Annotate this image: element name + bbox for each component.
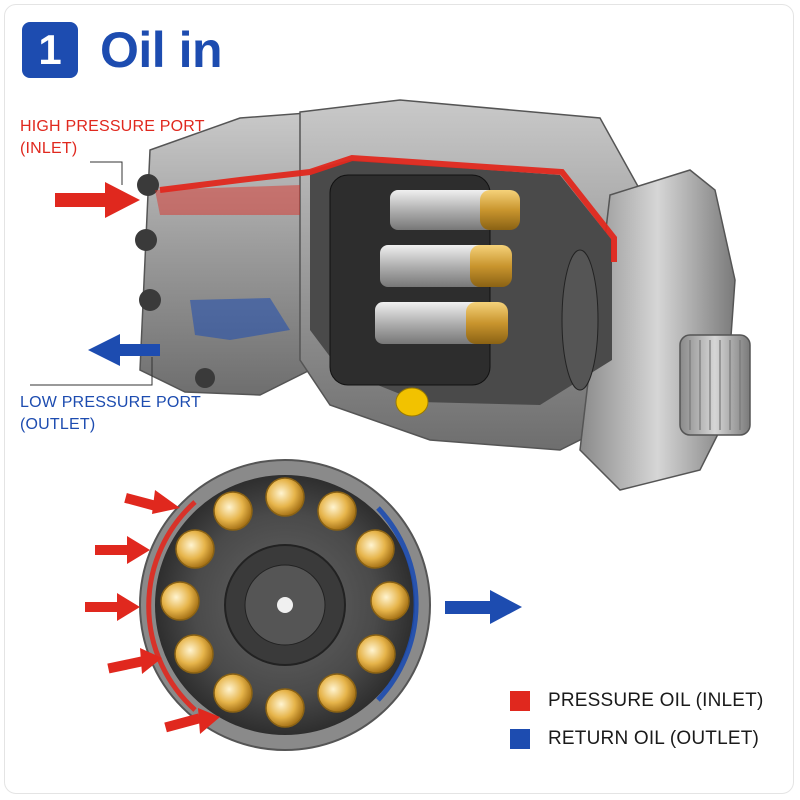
piston-bores [160,477,410,728]
inlet-arrow [55,161,140,218]
output-shaft [679,334,751,436]
high-pressure-port-role: (INLET) [20,140,78,157]
legend-item-return-oil: RETURN OIL (OUTLET) [510,720,764,758]
legend-label-pressure: PRESSURE OIL (INLET) [548,690,764,711]
inlet-channel [155,185,300,215]
low-pressure-port-label: LOW PRESSURE PORT (OUTLET) [20,392,201,436]
pump-body [135,99,751,491]
legend-label-return: RETURN OIL (OUTLET) [548,728,760,749]
low-pressure-port-name: LOW PRESSURE PORT [20,394,201,411]
bolt [195,368,215,388]
return-side-arc [376,506,419,702]
return-passage [190,298,290,340]
legend-swatch-pressure [510,691,530,711]
diagram-frame [4,4,794,794]
low-pressure-port-role: (OUTLET) [20,416,96,433]
inflow-arrows [85,490,220,734]
cylinder-cross-section [139,459,431,751]
outlet-arrow [30,334,160,386]
drain-plug [395,387,429,417]
legend-swatch-return [510,729,530,749]
piston-set [375,190,520,344]
outflow-arrow [445,590,522,624]
pressure-passage [159,154,617,262]
step-title: Oil in [100,22,223,78]
legend-item-pressure-oil: PRESSURE OIL (INLET) [510,682,764,720]
pressure-side-arc [146,500,197,712]
legend: PRESSURE OIL (INLET) RETURN OIL (OUTLET) [510,682,764,758]
high-pressure-port-name: HIGH PRESSURE PORT [20,118,205,135]
bolt [137,174,159,196]
bolt [135,229,157,251]
high-pressure-port-label: HIGH PRESSURE PORT (INLET) [20,116,205,160]
bolt [139,289,161,311]
swash-bearing [561,249,599,391]
step-number-badge: 1 [22,22,78,78]
